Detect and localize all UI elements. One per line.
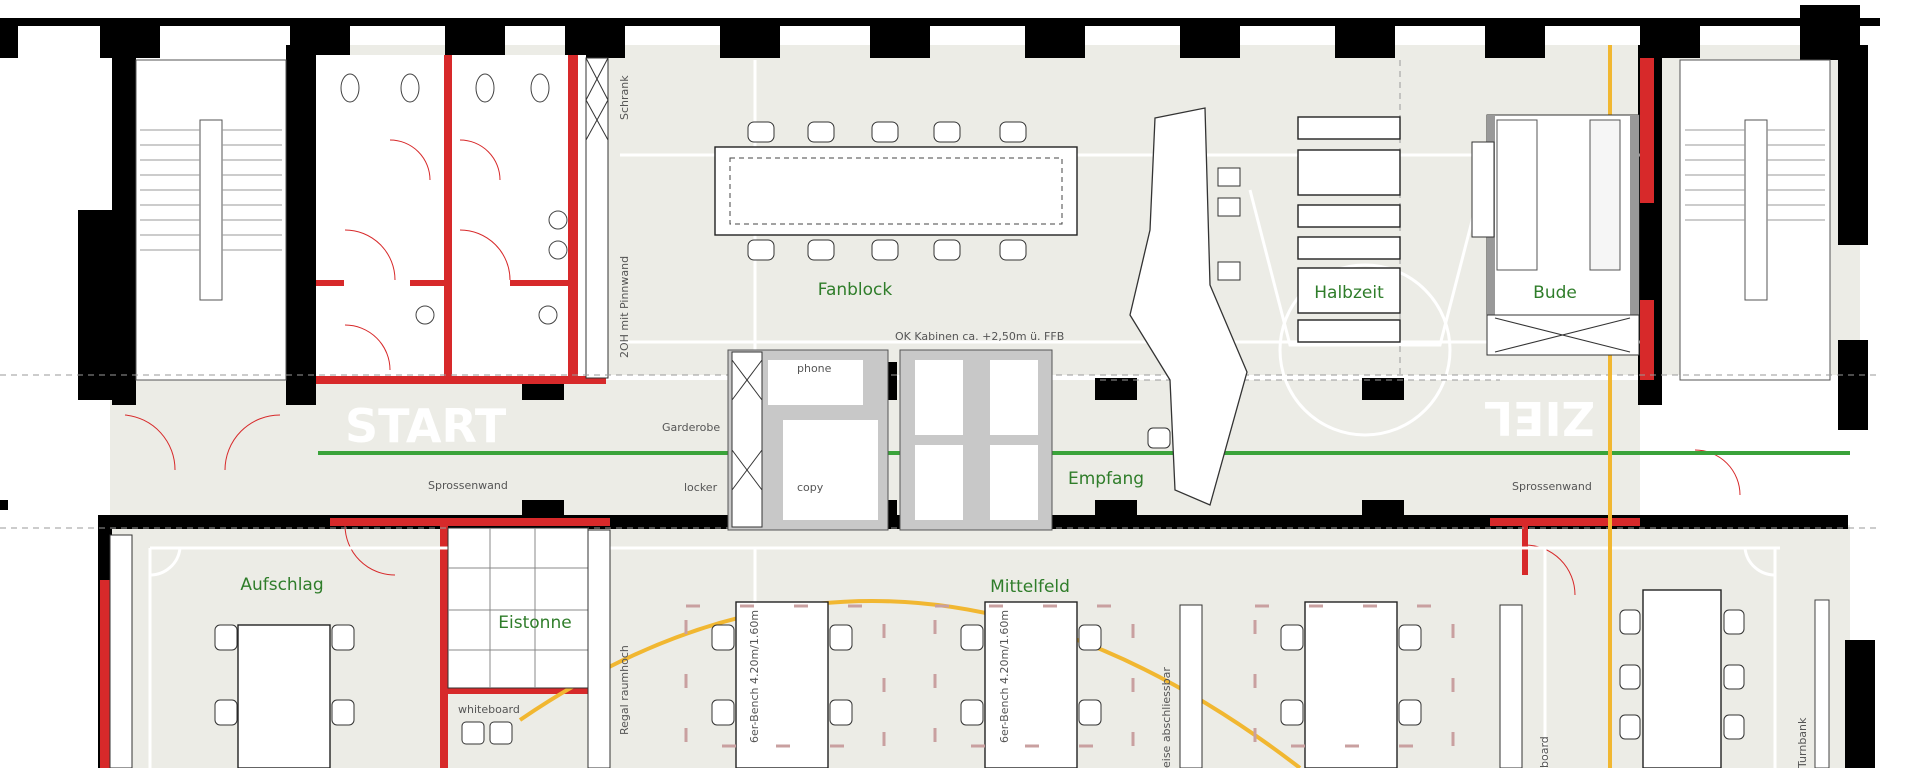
label-whiteboard: whiteboard bbox=[458, 703, 520, 716]
label-copy: copy bbox=[797, 481, 824, 494]
label-pinnwand: 2OH mit Pinnwand bbox=[618, 256, 631, 358]
chair-icon bbox=[747, 121, 1027, 261]
label-abschliessbar: eise abschliessbar bbox=[1160, 667, 1173, 768]
bench-stack bbox=[1297, 116, 1401, 343]
staircase-icon bbox=[1679, 59, 1831, 381]
staircase-icon bbox=[135, 59, 287, 381]
dashed-zones bbox=[684, 604, 1455, 748]
ziel-marker: ZIEL bbox=[1484, 391, 1595, 445]
room-label-aufschlag: Aufschlag bbox=[240, 575, 323, 595]
column bbox=[1095, 378, 1137, 400]
start-marker: START bbox=[345, 399, 507, 453]
label-sprossenwand-right: Sprossenwand bbox=[1512, 480, 1592, 493]
desk-aufschlag bbox=[214, 624, 355, 768]
toilet-icon bbox=[340, 73, 568, 325]
room-label-bude: Bude bbox=[1533, 283, 1577, 303]
chair-icon bbox=[1147, 167, 1241, 449]
bench-desk-1 bbox=[711, 601, 853, 768]
label-regal: Regal raumhoch bbox=[618, 645, 631, 735]
bude-room bbox=[1471, 114, 1640, 356]
label-locker: locker bbox=[684, 481, 718, 494]
label-garderobe: Garderobe bbox=[662, 421, 720, 434]
column bbox=[522, 500, 564, 522]
bench-desk-2 bbox=[960, 601, 1102, 768]
label-turnbank: Turnbank bbox=[1796, 717, 1809, 768]
label-phone: phone bbox=[797, 362, 832, 375]
label-schrank: Schrank bbox=[618, 75, 631, 120]
eistonne-room bbox=[447, 527, 611, 768]
column bbox=[1362, 378, 1404, 400]
label-kabinen-height: OK Kabinen ca. +2,50m ü. FFB bbox=[895, 330, 1064, 343]
room-label-empfang: Empfang bbox=[1068, 469, 1144, 489]
label-sprossenwand-left: Sprossenwand bbox=[428, 479, 508, 492]
room-label-eistonne: Eistonne bbox=[498, 613, 571, 633]
storage-cabinet-icon bbox=[109, 534, 1830, 768]
bench-desk-3 bbox=[1280, 601, 1422, 768]
conference-table bbox=[714, 146, 1078, 236]
label-bench-2: 6er-Bench 4.20m/1.60m bbox=[998, 610, 1011, 743]
red-partitions bbox=[100, 55, 1654, 768]
storage-cabinet-icon bbox=[585, 57, 609, 379]
label-board: board bbox=[1538, 736, 1551, 768]
door-swing-icon bbox=[124, 139, 1741, 596]
phone-copy-cabins bbox=[727, 349, 1053, 531]
outer-wall-top bbox=[0, 18, 1880, 26]
column bbox=[1095, 500, 1137, 522]
reception-counter bbox=[1129, 107, 1248, 506]
room-label-halbzeit: Halbzeit bbox=[1314, 283, 1384, 303]
room-label-mittelfeld: Mittelfeld bbox=[990, 577, 1070, 597]
room-label-fanblock: Fanblock bbox=[818, 280, 893, 300]
column bbox=[1362, 500, 1404, 522]
label-bench-1: 6er-Bench 4.20m/1.60m bbox=[748, 610, 761, 743]
desk-right bbox=[1619, 589, 1745, 768]
